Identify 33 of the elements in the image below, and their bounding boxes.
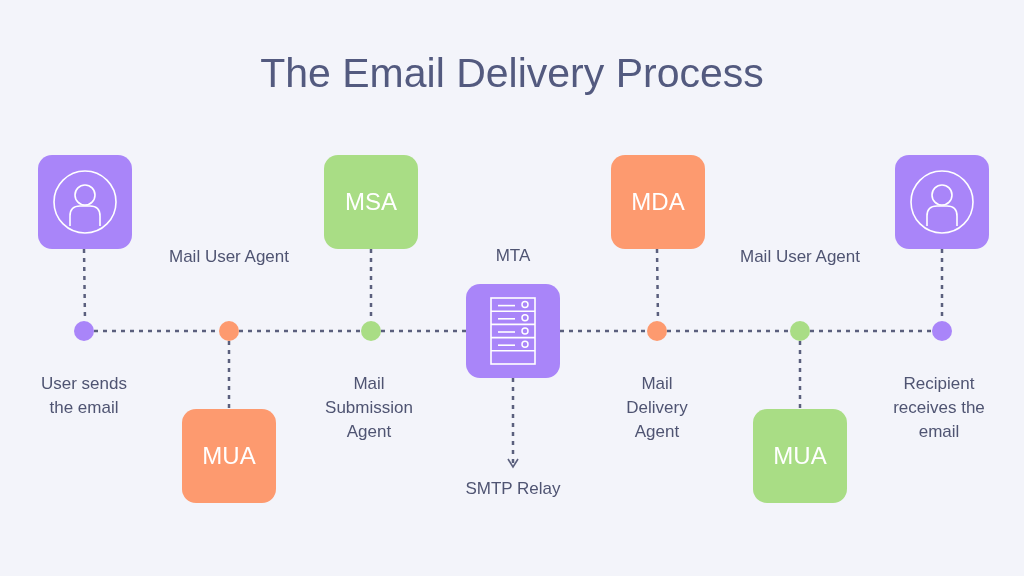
timeline-dot [932, 321, 952, 341]
timeline-dot [219, 321, 239, 341]
dotted-connector [560, 329, 647, 333]
step-caption: Mail Submission Agent [324, 373, 414, 443]
agent-abbreviation: MDA [631, 188, 685, 216]
dotted-connector [798, 341, 802, 409]
agent-box [753, 409, 847, 503]
step-caption: Mail Delivery Agent [625, 373, 689, 443]
agent-box [895, 155, 989, 249]
agent-abbreviation: MUA [202, 442, 256, 470]
dotted-arrow [507, 378, 519, 468]
relay-label: SMTP Relay [458, 479, 568, 501]
step-caption: Mail User Agent [168, 246, 290, 268]
step-caption: User sends the email [41, 373, 127, 419]
timeline-dot [361, 321, 381, 341]
agent-abbreviation: MUA [773, 442, 827, 470]
dotted-connector [227, 341, 231, 409]
dotted-connector [810, 329, 932, 333]
step-caption: Mail User Agent [739, 246, 861, 268]
agent-heading: MTA [495, 246, 531, 266]
agent-abbreviation: MSA [345, 188, 397, 216]
dotted-connector [667, 329, 790, 333]
agent-box [324, 155, 418, 249]
agent-box [611, 155, 705, 249]
timeline-dot [790, 321, 810, 341]
timeline-dot [74, 321, 94, 341]
dotted-connector [239, 329, 361, 333]
dotted-connector [381, 329, 466, 333]
step-caption: Recipient receives the email [892, 373, 986, 443]
timeline-dot [647, 321, 667, 341]
agent-box [38, 155, 132, 249]
title: The Email Delivery Process [259, 50, 765, 97]
agent-box [182, 409, 276, 503]
